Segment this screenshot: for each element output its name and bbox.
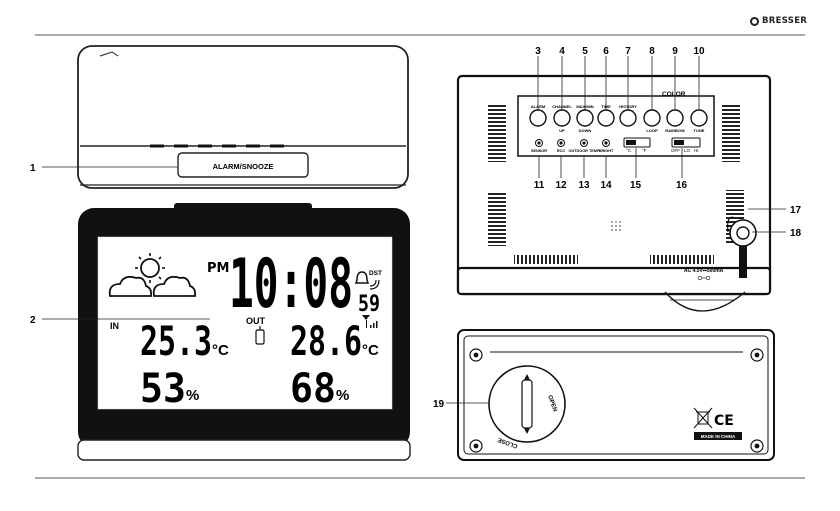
small-button-label-sensor: SENSOR [531,149,547,153]
small-button-label-bright: BRIGHT [599,149,614,153]
outdoor-humidity-unit: % [336,387,349,404]
callout-1: 1 [30,163,36,174]
callout-12: 12 [555,180,567,191]
button-label-history: HISTORY [619,104,637,109]
button-5[interactable] [577,110,593,126]
button-13[interactable] [581,140,588,147]
callout-6: 6 [603,46,609,57]
callout-5: 5 [582,46,588,57]
time-period: PM [207,261,229,276]
button-14[interactable] [603,140,610,147]
small-button-label-outdoor-temp: OUTDOOR TEMP [568,149,599,153]
callout-8: 8 [649,46,655,57]
button-sublabel-down: DOWN [579,128,592,133]
button-label-max-min: MAX/MIN [576,104,593,109]
alarm-snooze-label: ALARM/SNOOZE [213,162,274,171]
button-sublabel-loop: LOOP [646,128,658,133]
button-9[interactable] [667,110,683,126]
made-in-label: MADE IN CHINA [701,434,736,439]
callout-19: 19 [433,399,445,410]
outdoor-temp-unit: °C [362,342,379,359]
callout-16: 16 [676,180,688,191]
button-label-channel: CHANNEL [552,104,572,109]
switch-16-lo: LO [684,148,691,153]
callout-2: 2 [30,315,36,326]
button-sublabel-up: UP [559,128,565,133]
button-12[interactable] [558,140,565,147]
button-label-alarm: ALARM [531,104,546,109]
device-back-view [458,76,770,311]
switch-15-fahrenheit: °F [642,148,647,153]
temp-unit-switch[interactable] [624,138,650,147]
callout-3: 3 [535,46,541,57]
seconds-display: 59 [358,292,380,317]
indoor-humidity: 53 [140,366,186,412]
time-display: 10:08 [229,245,353,324]
callout-9: 9 [672,46,678,57]
button-3[interactable] [530,110,546,126]
button-11[interactable] [536,140,543,147]
indoor-temperature: 25.3 [140,319,212,365]
button-4[interactable] [554,110,570,126]
callout-11: 11 [534,180,545,191]
callout-13: 13 [578,180,590,191]
outdoor-humidity: 68 [290,366,336,412]
callout-10: 10 [693,46,705,57]
dst-indicator: DST [369,270,382,277]
ce-mark: CE [714,413,734,429]
color-group-label: COLOR [662,91,686,98]
outdoor-label: OUT [246,316,266,326]
switch-16-off: OFF [671,148,680,153]
indoor-label: IN [110,321,119,331]
indoor-humidity-unit: % [186,387,199,404]
callout-7: 7 [625,46,631,57]
button-10[interactable] [691,110,707,126]
brightness-switch[interactable] [672,138,700,147]
power-spec: AC 4.5V⎓500mA [684,268,724,274]
indoor-temp-unit: °C [212,342,229,359]
callout-14: 14 [600,180,612,191]
switch-15-celsius: °C [626,148,632,153]
switch-16-hi: HI [694,148,699,153]
button-sublabel-rainbow: RAINBOW [665,128,685,133]
callout-17: 17 [790,205,802,216]
button-7[interactable] [620,110,636,126]
callout-4: 4 [559,46,565,57]
outdoor-temperature: 28.6 [290,319,362,365]
button-sublabel-tune: TUNE [694,128,705,133]
button-8[interactable] [644,110,660,126]
callout-15: 15 [630,180,642,191]
small-button-label-rcc: RCC [557,149,565,153]
button-label-time: TIME [601,104,611,109]
button-6[interactable] [598,110,614,126]
callout-18: 18 [790,228,802,239]
